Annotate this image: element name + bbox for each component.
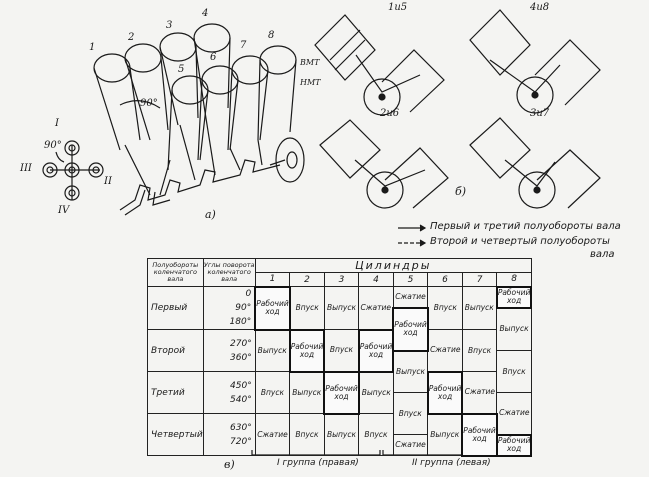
cell-c6-r4: Выпуск — [427, 413, 463, 456]
nmt-label: НМТ — [300, 78, 321, 87]
cell-c8-r4: Рабочий ход — [495, 433, 533, 457]
cyl-col-8: 8 — [496, 272, 532, 287]
cell-c4-r4: Впуск — [358, 413, 394, 456]
cyl-label-2: 2 — [128, 32, 135, 43]
half-turn-3: Третий — [147, 371, 204, 414]
cell-c2-r1: Впуск — [289, 286, 325, 330]
v-scheme-3 — [319, 119, 449, 209]
cell-c5-r3: Впуск — [392, 392, 429, 435]
crank-III-label: III — [20, 163, 32, 174]
cell-c1-r3: Впуск — [254, 371, 291, 414]
cell-c3-r1: Выпуск — [323, 286, 360, 330]
cyl-col-3: 3 — [323, 272, 360, 287]
header-cylinders: Цилиндры — [254, 258, 532, 273]
angle-group-4: 630° 720° — [202, 413, 256, 456]
cell-c8-r3: Сжатие — [496, 392, 532, 435]
cyl-col-4: 4 — [358, 272, 394, 287]
cyl-label-8: 8 — [268, 30, 275, 41]
vmt-label: ВМТ — [300, 58, 320, 67]
cell-c4-r1: Сжатие — [358, 286, 394, 330]
cell-c8-r1b: Выпуск — [496, 307, 532, 351]
cyl-label-6: 6 — [210, 52, 217, 63]
v-scheme-2 — [469, 9, 601, 114]
cell-c4-r3: Выпуск — [358, 371, 394, 414]
angle-180: 180° — [229, 317, 252, 327]
cell-c6-r2: Сжатие — [427, 329, 463, 372]
cell-c3-r2: Впуск — [323, 329, 360, 372]
crank-IV-label: IV — [58, 205, 70, 216]
half-turn-4: Четвертый — [147, 413, 204, 456]
cell-c8-r1a: Рабочий ход — [495, 285, 533, 309]
group-1-label: I группа (правая) — [277, 458, 359, 468]
legend-lines — [398, 224, 427, 247]
cell-c2-r4: Впуск — [289, 413, 325, 456]
cell-c7-r2: Впуск — [461, 329, 498, 372]
cyl-col-2: 2 — [289, 272, 325, 287]
angle-720: 720° — [230, 436, 252, 447]
half-turn-2: Второй — [147, 329, 204, 372]
cell-c5-r1a: Сжатие — [392, 286, 429, 308]
crank-angle-label: 90° — [44, 140, 62, 151]
cell-c5-r1b: Рабочий ход — [392, 306, 429, 352]
legend-dashed-text-2: вала — [590, 249, 615, 260]
cyl-label-7: 7 — [240, 40, 247, 51]
angle-450: 450° — [230, 380, 252, 391]
angle-360: 360° — [230, 352, 252, 363]
cyl-col-7: 7 — [461, 272, 498, 287]
cyl-col-1: 1 — [254, 272, 291, 287]
crank-I-label: I — [55, 118, 59, 129]
angle-group-2: 270° 360° — [202, 329, 256, 372]
cell-c7-r1: Выпуск — [461, 286, 498, 330]
pair-label-4: 3и7 — [530, 108, 550, 119]
pair-label-2: 4и8 — [530, 2, 550, 13]
cell-c1-r1: Рабочий ход — [254, 285, 291, 331]
angle-0: 0 — [245, 289, 252, 299]
angle-540: 540° — [230, 394, 252, 405]
firing-order-table: Полуобороты коленчатого вала Углы поворо… — [147, 258, 533, 457]
cyl-label-3: 3 — [166, 20, 173, 31]
pair-label-1: 1и5 — [388, 2, 408, 13]
cell-c5-r4: Сжатие — [392, 434, 429, 456]
cell-c3-r4: Выпуск — [323, 413, 360, 456]
legend-solid-text: Первый и третий полуобороты вала — [430, 221, 621, 232]
cell-c7-r3: Сжатие — [461, 371, 498, 414]
half-turn-1: Первый — [147, 286, 204, 330]
header-half-turns: Полуобороты коленчатого вала — [147, 258, 204, 287]
cell-c5-r2: Выпуск — [392, 350, 429, 393]
block-angle-label: 90° — [140, 98, 158, 109]
fig-a-label: а) — [205, 208, 216, 221]
cyl-label-5: 5 — [178, 64, 185, 75]
v-scheme-4 — [469, 117, 601, 209]
legend-dashed-text-1: Второй и четвертый полуобороты — [430, 236, 610, 247]
header-angles: Углы поворота коленчатого вала — [202, 258, 256, 287]
cylinder-block-sketch — [93, 23, 305, 216]
angle-group-1: 0 90° 180° — [202, 286, 256, 330]
cell-c3-r3: Рабочий ход — [323, 370, 360, 415]
cell-c6-r3: Рабочий ход — [426, 370, 464, 415]
pair-label-3: 2и6 — [380, 108, 400, 119]
cyl-label-4: 4 — [202, 8, 209, 19]
cyl-label-1: 1 — [89, 42, 96, 53]
cyl-col-5: 5 — [392, 272, 429, 287]
angle-90: 90° — [235, 303, 252, 313]
v-scheme-1 — [314, 14, 445, 116]
cell-c1-r4: Сжатие — [254, 413, 291, 456]
cell-c4-r2: Рабочий ход — [357, 328, 395, 373]
angle-270: 270° — [230, 338, 252, 349]
cyl-col-6: 6 — [427, 272, 463, 287]
angle-630: 630° — [230, 422, 252, 433]
cell-c2-r3: Выпуск — [289, 371, 325, 414]
fig-v-label: в) — [224, 458, 235, 471]
cell-c8-r2: Впуск — [496, 350, 532, 393]
angle-group-3: 450° 540° — [202, 371, 256, 414]
crank-II-label: II — [104, 176, 112, 187]
crank-throw-scheme — [42, 140, 104, 201]
cell-c7-r4: Рабочий ход — [461, 412, 498, 457]
fig-b-label: б) — [455, 185, 467, 198]
cell-c1-r2: Выпуск — [254, 329, 291, 372]
group-2-label: II группа (левая) — [412, 458, 491, 468]
cell-c2-r2: Рабочий ход — [288, 328, 326, 373]
cell-c6-r1: Впуск — [427, 286, 463, 330]
